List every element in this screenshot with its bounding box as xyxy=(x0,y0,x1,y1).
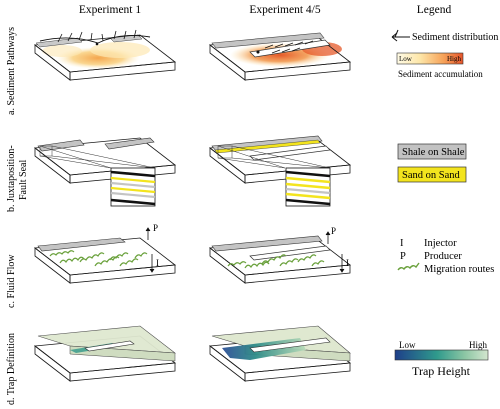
trap-height-colorbar xyxy=(394,349,489,361)
legend-trap-height: Low High Trap Height xyxy=(394,340,489,378)
sediment-low-label: Low xyxy=(399,55,413,63)
row-label-sediment-pathways: a. Sediment Pathways xyxy=(6,27,17,115)
row-label-fluid-flow: c. Fluid Flow xyxy=(6,254,17,308)
column-header-experiment-1: Experiment 1 xyxy=(79,4,142,16)
migration-paths-exp1 xyxy=(49,250,148,267)
migration-paths-exp45 xyxy=(227,254,325,269)
block-b-exp45 xyxy=(208,135,352,207)
legend-trap-height-title: Trap Height xyxy=(412,364,471,378)
sediment-colorbar xyxy=(396,52,464,65)
injector-label-exp1: I xyxy=(156,258,159,268)
legend-sand-on-sand: Sand on Sand xyxy=(402,170,461,181)
migration-route-icon xyxy=(397,262,420,271)
legend-juxtaposition: Shale on Shale Sand on Sand xyxy=(397,143,467,183)
sediment-arrows-exp45 xyxy=(256,40,314,54)
block-d-exp45 xyxy=(208,325,352,382)
legend-injector: Injector xyxy=(424,238,457,249)
sediment-high-label: High xyxy=(447,55,462,63)
column-header-legend: Legend xyxy=(417,4,452,16)
block-a-exp45 xyxy=(208,32,352,81)
legend-fluid-flow: I Injector P Producer Migration routes xyxy=(397,238,494,275)
legend-migration-routes: Migration routes xyxy=(424,264,494,275)
zoom-box-exp1 xyxy=(110,167,156,207)
sand-on-sand-swatch xyxy=(397,166,467,183)
trap-low-label: Low xyxy=(399,340,416,350)
block-c-exp45: P I xyxy=(208,226,352,284)
row-label-trap-definition: d. Trap Definition xyxy=(6,333,17,405)
legend-sediment: Sediment distribution Low High Sediment … xyxy=(391,29,498,79)
legend-shale-on-shale: Shale on Shale xyxy=(402,147,465,158)
row-label-juxtaposition: b. Juxtaposition- xyxy=(6,145,17,212)
producer-label-exp1: P xyxy=(153,223,158,233)
legend-producer: Producer xyxy=(424,251,462,262)
block-a-exp1 xyxy=(33,29,177,81)
legend-producer-symbol: P xyxy=(400,251,406,262)
shale-on-shale-swatch xyxy=(397,143,467,160)
block-c-exp1: P I xyxy=(33,223,177,284)
injector-label-exp45: I xyxy=(346,258,349,268)
producer-label-exp45: P xyxy=(331,226,336,236)
block-d-exp1 xyxy=(33,325,177,382)
column-header-experiment-4-5: Experiment 4/5 xyxy=(249,4,320,16)
sediment-distribution-icon xyxy=(391,29,410,42)
trap-high-label: High xyxy=(469,340,488,350)
row-label-fault-seal: Fault Seal xyxy=(18,160,29,200)
legend-injector-symbol: I xyxy=(400,238,404,249)
block-b-exp1 xyxy=(33,137,177,207)
legend-sediment-distribution: Sediment distribution xyxy=(412,32,498,43)
zoom-box-exp45 xyxy=(285,167,331,207)
legend-sediment-accumulation: Sediment accumulation xyxy=(398,69,483,79)
